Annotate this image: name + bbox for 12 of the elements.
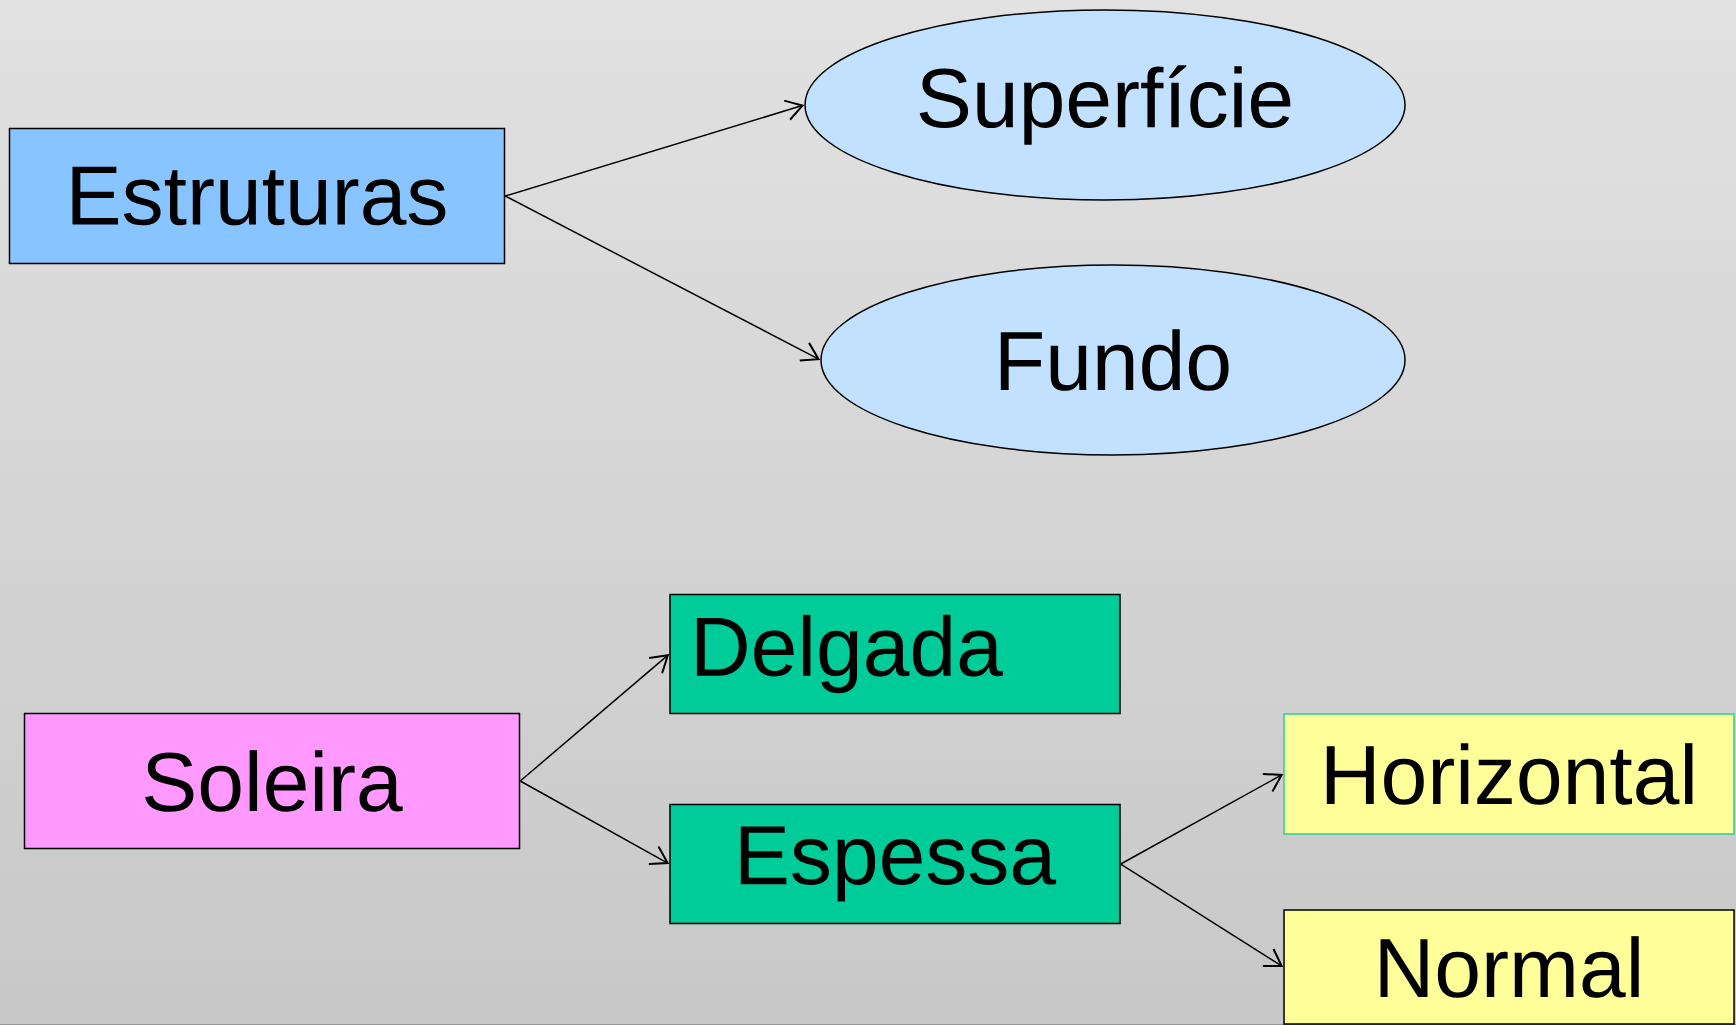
arrow [1120,772,1284,865]
arrow [519,654,670,782]
label-box: Normal [1283,909,1735,1025]
label-box: Delgada [669,593,1121,715]
arrow [504,99,805,197]
arrow [504,195,821,362]
arrow [1120,863,1284,967]
label-box: Horizontal [1283,713,1735,835]
label-box: Soleira [23,712,521,850]
arrow [519,780,670,866]
label-box: Estruturas [8,127,506,265]
label-box: Espessa [669,803,1121,925]
